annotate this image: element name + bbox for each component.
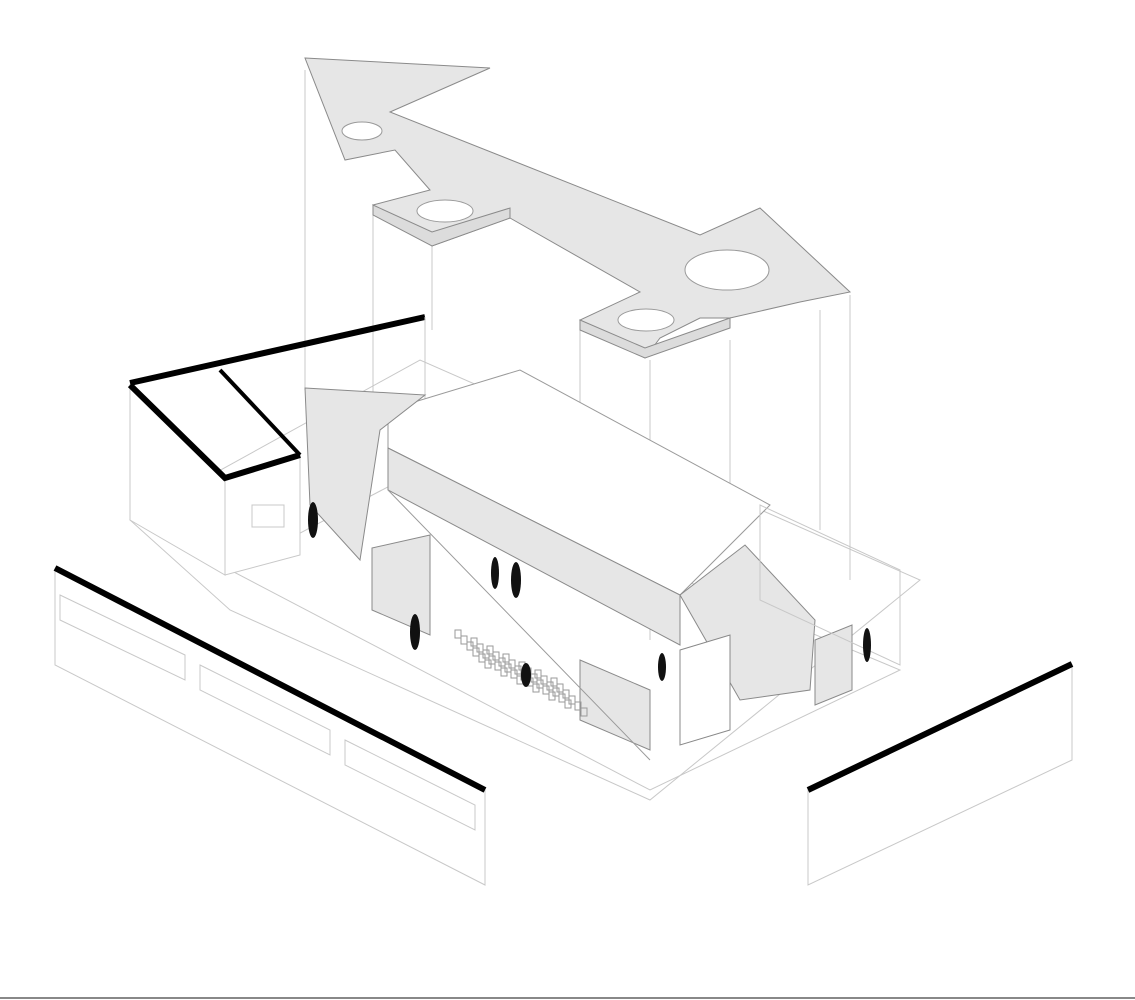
central-volume bbox=[304, 369, 901, 761]
person-figure bbox=[491, 557, 499, 589]
chair bbox=[532, 683, 540, 693]
chair bbox=[500, 667, 508, 677]
chair bbox=[454, 629, 462, 639]
auditorium-chairs bbox=[454, 629, 588, 717]
chair bbox=[542, 685, 550, 695]
skylight-opening bbox=[617, 308, 675, 332]
left-wall bbox=[53, 565, 487, 886]
person-figure bbox=[410, 614, 420, 650]
right-wall bbox=[806, 661, 1074, 886]
roof-plate bbox=[304, 57, 852, 359]
people-figures bbox=[308, 502, 871, 687]
person-figure bbox=[511, 562, 521, 598]
back-building bbox=[127, 314, 426, 576]
chair bbox=[460, 635, 468, 645]
person-figure bbox=[521, 663, 531, 687]
chair bbox=[548, 691, 556, 701]
chair bbox=[478, 653, 486, 663]
chair bbox=[580, 707, 588, 717]
chair bbox=[466, 641, 474, 651]
chair bbox=[558, 693, 566, 703]
chair bbox=[472, 647, 480, 657]
chair bbox=[494, 661, 502, 671]
person-figure bbox=[308, 502, 318, 538]
skylight-opening bbox=[341, 121, 383, 141]
chair bbox=[510, 669, 518, 679]
chair bbox=[484, 659, 492, 669]
person-figure bbox=[658, 653, 666, 681]
chair bbox=[564, 699, 572, 709]
chair bbox=[574, 701, 582, 711]
person-figure bbox=[863, 628, 871, 662]
skylight-opening bbox=[684, 249, 770, 291]
skylight-opening bbox=[416, 199, 474, 223]
